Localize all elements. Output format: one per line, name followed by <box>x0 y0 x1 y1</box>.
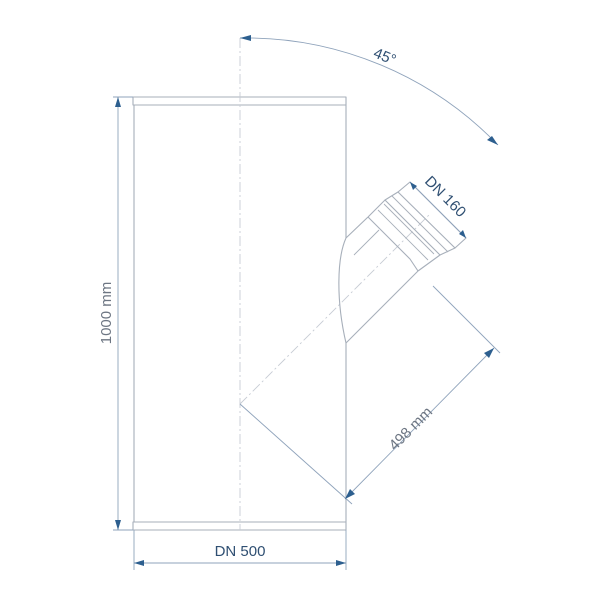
length-arrow-bottom <box>115 520 121 530</box>
branch-socket-ring-4 <box>391 195 449 253</box>
branch-upper-wall <box>345 216 369 239</box>
center-lines <box>239 38 431 530</box>
main-pipe <box>132 96 347 531</box>
dimension-main-diameter: DN 500 <box>133 530 347 570</box>
branch-length-arrow-end <box>484 348 494 358</box>
branch-socket-body <box>367 199 441 272</box>
branch-center-line <box>239 213 431 405</box>
branch-length-label: 498 mm <box>386 404 436 454</box>
angle-label: 45° <box>371 45 398 69</box>
branch-diameter-arrow-end <box>459 230 466 238</box>
main-pipe-top-rim <box>132 96 347 106</box>
branch-length-extension-end <box>432 285 501 354</box>
length-arrow-top <box>115 97 121 107</box>
branch-diameter-dimension-line <box>409 181 467 239</box>
branch-intersection-curve <box>338 237 347 344</box>
branch-diameter-label: DN 160 <box>421 173 469 221</box>
dimension-angle: 45° <box>239 35 499 146</box>
branch-diameter-arrow-start <box>410 182 417 190</box>
branch-length-arrow-start <box>345 489 355 499</box>
branch-length-dimension-line <box>344 347 495 500</box>
branch-lower-wall <box>345 270 419 344</box>
dimension-branch-diameter: DN 160 <box>409 173 469 239</box>
angle-arc <box>239 37 499 146</box>
branch-length-extension-start <box>239 403 353 505</box>
main-diameter-arrow-right <box>336 560 346 566</box>
branch-socket-ring-2 <box>377 209 429 261</box>
branch-inner-wall <box>353 229 380 256</box>
angle-arrow-start <box>240 35 251 41</box>
main-pipe-bottom-rim <box>132 521 347 531</box>
main-diameter-arrow-left <box>134 560 144 566</box>
main-diameter-label: DN 500 <box>215 543 266 560</box>
branch-socket-ring-1 <box>367 216 419 272</box>
branch-socket-ring-3 <box>383 203 435 255</box>
length-label: 1000 mm <box>98 282 115 345</box>
dimension-length: 1000 mm <box>98 96 133 531</box>
angle-arrow-end <box>487 136 498 145</box>
